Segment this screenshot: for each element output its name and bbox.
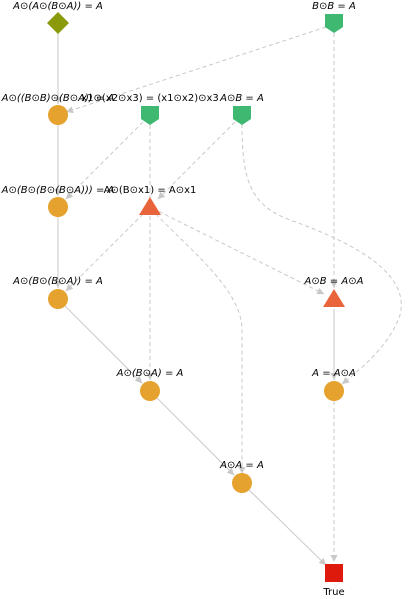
node-square-n_true xyxy=(325,564,343,582)
node-label-n_r6: A⊙A = A xyxy=(219,460,264,471)
node-label-n_r5_b: A = A⊙A xyxy=(311,368,356,379)
edge-arrowhead xyxy=(330,555,338,562)
node-label-n_r2_a: A⊙((B⊙B)⊙(B⊙A)) = A xyxy=(1,93,115,104)
edges-layer xyxy=(54,26,402,566)
node-label-n_r2_c: A⊙B = A xyxy=(219,93,264,104)
node-label-n_r5_a: A⊙(B⊙A) = A xyxy=(116,368,184,379)
node-label-n_r4_b: A⊙B = A⊙A xyxy=(304,276,364,287)
edge-arrowhead xyxy=(65,191,74,200)
node-label-n_true: True xyxy=(322,587,344,598)
node-pentagon-n_r2_c xyxy=(233,106,251,125)
edge-arrowhead xyxy=(318,557,327,566)
node-label-n_r4_a: A⊙(B⊙(B⊙A)) = A xyxy=(12,276,103,287)
edge-arrowhead xyxy=(330,281,338,288)
edge-n_top_right-to-n_r2_a xyxy=(65,26,327,113)
edge-arrowhead xyxy=(330,373,338,380)
node-triangle-n_r4_b xyxy=(323,289,345,307)
edge-n_r2_c-to-n_r5_b xyxy=(241,123,402,385)
edge-arrowhead xyxy=(157,191,166,200)
node-circle-n_r5_b xyxy=(324,381,344,401)
edge-n_r3_b-to-n_r4_b xyxy=(158,211,325,295)
node-circle-n_r5_a xyxy=(140,381,160,401)
edge-n_r6-to-n_true xyxy=(248,489,327,566)
node-label-n_r2_b: x1⊙(x2⊙x3) = (x1⊙x2)⊙x3 xyxy=(81,93,219,104)
edge-arrowhead xyxy=(66,106,74,114)
edge-arrowhead xyxy=(54,281,62,288)
edge-n_r4_a-to-n_r5_a xyxy=(64,305,143,384)
node-pentagon-n_top_right xyxy=(325,14,343,33)
edge-arrowhead xyxy=(342,376,350,384)
labels-layer: A⊙(A⊙(B⊙A)) = A B⊙B = A A⊙((B⊙B)⊙(B⊙A)) = … xyxy=(1,1,364,598)
edge-arrowhead xyxy=(134,375,143,384)
node-label-n_top_right: B⊙B = A xyxy=(312,1,356,12)
edge-arrowhead xyxy=(65,283,74,292)
node-label-n_top_left: A⊙(A⊙(B⊙A)) = A xyxy=(12,1,103,12)
node-label-n_r3_a: A⊙(B⊙(B⊙(B⊙A))) = A xyxy=(1,185,115,196)
node-diamond-n_top_left xyxy=(47,12,69,34)
nodes-layer xyxy=(47,12,345,582)
edge-arrowhead xyxy=(226,467,235,476)
edge-n_r3_b-to-n_r6 xyxy=(155,213,243,474)
edge-arrowhead xyxy=(316,287,325,295)
edge-arrowhead xyxy=(54,97,62,104)
node-label-n_r3_b: A⊙(B⊙x1) = A⊙x1 xyxy=(104,185,197,196)
edge-n_r5_a-to-n_r6 xyxy=(156,397,235,476)
edge-arrowhead xyxy=(54,189,62,196)
node-circle-n_r2_a xyxy=(48,105,68,125)
node-pentagon-n_r2_b xyxy=(141,106,159,125)
node-circle-n_r6 xyxy=(232,473,252,493)
node-circle-n_r3_a xyxy=(48,197,68,217)
edge-arrowhead xyxy=(146,373,154,380)
node-triangle-n_r3_b xyxy=(139,197,161,215)
edge-arrowhead xyxy=(238,467,246,474)
node-circle-n_r4_a xyxy=(48,289,68,309)
